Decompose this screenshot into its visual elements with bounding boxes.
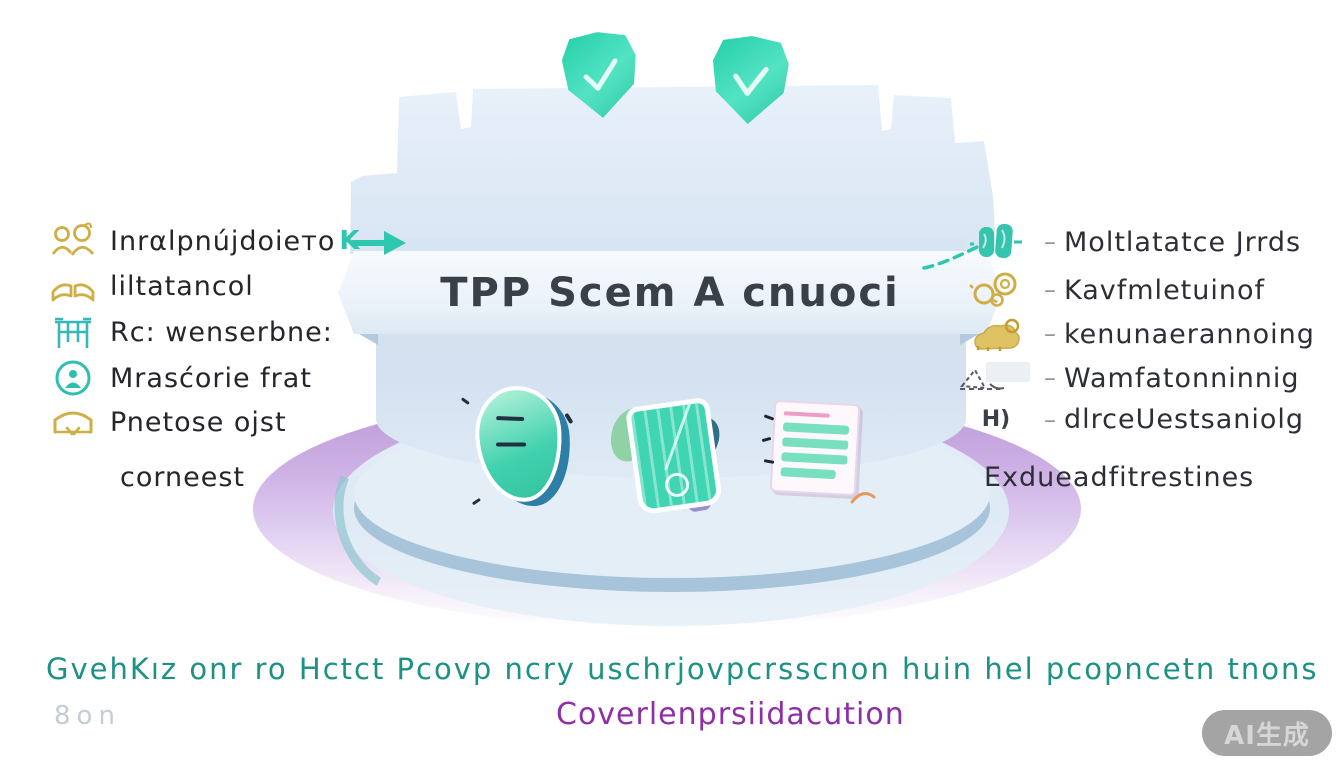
basket-body <box>624 396 724 516</box>
tick-dash: – <box>1044 320 1056 348</box>
right-list-item: Exdueadfitrestines <box>950 462 1254 493</box>
right-list-item: – kenunaerannoing <box>950 314 1315 354</box>
list-item-label: kenunaerannoing <box>1064 318 1315 350</box>
footer-corner-text: 8on <box>54 701 121 731</box>
list-item-label: Rc: wenserbne: <box>110 316 333 348</box>
people-icon <box>42 222 104 260</box>
gate-icon <box>42 314 104 350</box>
right-list-item: – Wamfatonninnig <box>950 358 1300 398</box>
shield-check-icon <box>710 34 791 126</box>
left-list-item: Rc: wenserbne: <box>42 314 333 350</box>
watermark-label: AI生成 <box>1224 720 1310 751</box>
arrow-right-icon <box>352 231 406 255</box>
list-item-label: corneest <box>120 462 245 493</box>
card-body <box>769 399 861 497</box>
gears-icon <box>950 270 1042 310</box>
teal-blob-icon <box>950 222 1042 262</box>
goat-icon <box>950 314 1042 354</box>
tick-dash: – <box>1044 364 1056 392</box>
list-item-label: Moltlatatce Jrrds <box>1064 226 1302 258</box>
list-item-label: dlrceUestsaniolg <box>1064 404 1305 435</box>
shield-check-icon <box>560 30 640 121</box>
tick-dash: – <box>1044 405 1056 434</box>
check-mark <box>717 44 782 115</box>
orange-squiggle <box>850 491 876 504</box>
list-item-label: Pnetose ojst <box>110 406 287 438</box>
list-item-label: liltatancol <box>110 270 254 302</box>
footer-line-2: Coverlenprsiidacution <box>556 697 905 732</box>
teal-blob <box>460 383 574 506</box>
left-list-item: liltatancol <box>42 270 254 302</box>
label-suffix: K <box>339 226 360 256</box>
sketch-icon <box>950 358 1042 398</box>
tick-dash: – <box>1044 228 1056 256</box>
list-item-label: Inrαlpnújdoieто <box>110 225 336 257</box>
hj-glyph: H) <box>981 407 1011 432</box>
shield-document-icon <box>460 383 574 506</box>
left-list-item: Pnetose ojst <box>42 404 287 440</box>
left-list-item: Inrαlpnújdoieто K <box>42 222 360 260</box>
list-item-label: Kavfmletuinof <box>1064 274 1266 306</box>
check-mark <box>568 40 632 110</box>
list-card-icon <box>761 399 876 504</box>
bed-icon <box>42 404 104 440</box>
ribbon-fold-left <box>354 331 378 345</box>
right-list-item: H) – dlrceUestsaniolg <box>950 404 1304 435</box>
list-item-label: Wamfatonninnig <box>1064 362 1300 394</box>
castle-battlements <box>350 85 996 254</box>
left-list-item: corneest <box>42 462 245 493</box>
person-circle-icon <box>42 358 104 398</box>
right-list-item: – Moltlatatce Jrrds <box>950 222 1301 262</box>
ai-generated-watermark: AI生成 <box>1202 710 1332 756</box>
footer-line-1: GvehKız onr ro Hctct Pcovp ncry uschrjov… <box>46 652 1319 686</box>
left-list-item: Mrasćorie frat <box>42 358 312 398</box>
list-item-label: Exdueadfitrestines <box>984 462 1255 493</box>
tick-dash: – <box>1044 276 1056 304</box>
right-list-item: – Kavfmletuinof <box>950 270 1265 310</box>
title-ribbon: TPP Scem A cnuoci <box>338 251 1002 334</box>
open-book-icon <box>42 270 104 302</box>
list-item-label: Mrasćorie frat <box>110 362 312 394</box>
basket-icon <box>604 396 726 516</box>
page-title: TPP Scem A cnuoci <box>440 269 900 316</box>
